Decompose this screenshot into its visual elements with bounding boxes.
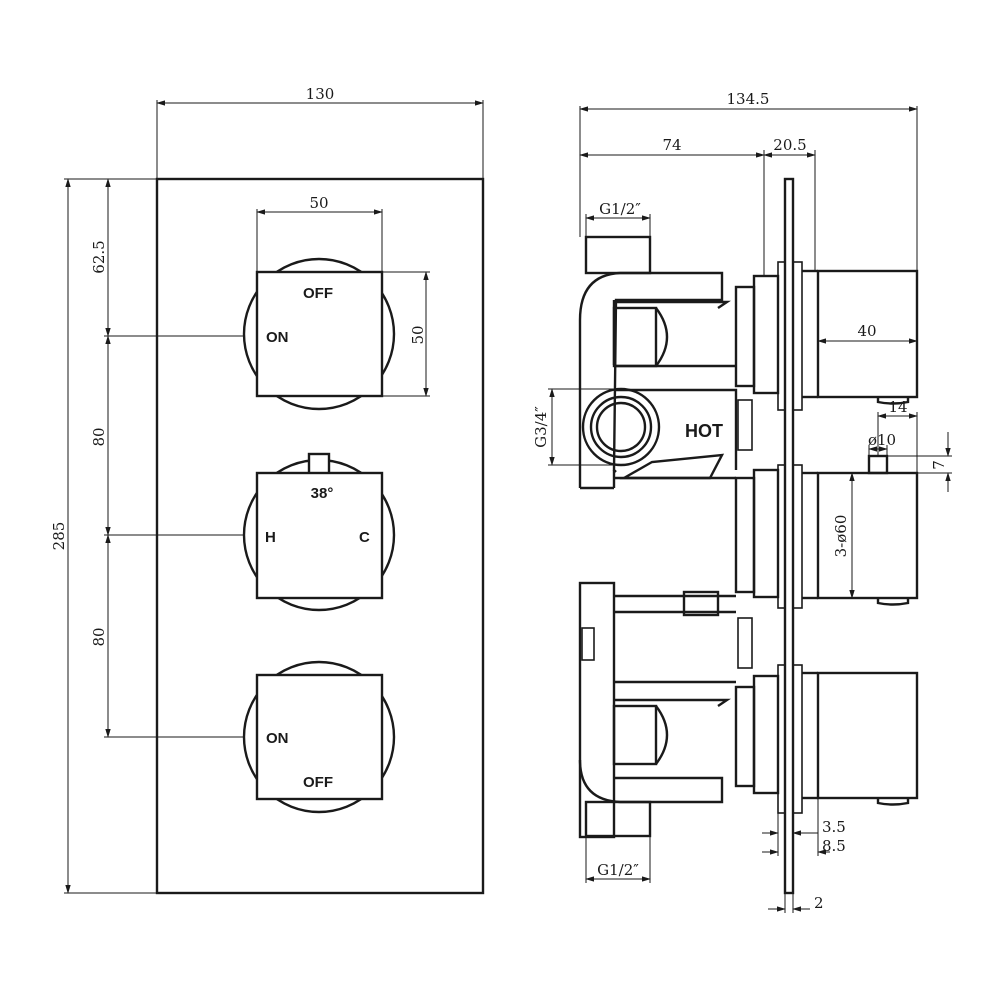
dim-knob-height-text: 50 xyxy=(409,325,427,344)
side-handle-bottom xyxy=(816,671,919,800)
middle-knob-square xyxy=(255,471,384,600)
side-body-top xyxy=(578,235,780,473)
dim-gap-large-text: 8.5 xyxy=(822,837,846,855)
dim-handle-offset: 14 xyxy=(877,398,918,473)
top-knob-disc xyxy=(242,257,396,411)
dim-inlet-top-text: G1/2″ xyxy=(599,200,641,218)
side-hot-inlet: HOT xyxy=(578,370,753,490)
top-knob-square xyxy=(255,270,384,398)
middle-knob-temp-label: 38° xyxy=(311,485,334,502)
dim-side-plate: 20.5 xyxy=(763,136,816,271)
dim-handle-diameter: 3-ø60 xyxy=(832,472,855,599)
dim-plate-gaps: 3.5 8.5 2 xyxy=(762,798,846,913)
top-knob: OFF ON xyxy=(242,257,396,411)
dim-side-body-depth: 74 xyxy=(579,136,765,276)
dim-front-vertical: 62.5 80 80 xyxy=(90,178,244,738)
dim-front-width-text: 130 xyxy=(306,85,335,103)
side-view: HOT xyxy=(532,90,952,913)
top-knob-on-label: ON xyxy=(266,329,289,346)
side-body-bottom xyxy=(578,581,780,839)
dim-front-width: 130 xyxy=(156,85,484,179)
front-view: OFF ON 38° H C ON OFF 130 xyxy=(50,85,485,895)
dim-handle-length: 40 xyxy=(817,322,918,344)
dim-inlet-bottom: G1/2″ xyxy=(585,836,651,883)
top-knob-off-label: OFF xyxy=(303,285,333,302)
dim-pin-diameter-text: ø10 xyxy=(868,431,896,449)
top-inlet-pipe xyxy=(584,235,652,275)
dim-spacing-1-text: 80 xyxy=(90,427,108,446)
middle-knob-cold-label: C xyxy=(359,529,370,546)
side-wall-plate xyxy=(777,177,803,895)
side-hot-label: HOT xyxy=(685,421,723,441)
dim-inlet-top: G1/2″ xyxy=(585,200,651,237)
bottom-knob-square xyxy=(255,673,384,801)
front-plate xyxy=(155,177,485,895)
dim-side-plate-text: 20.5 xyxy=(773,136,806,154)
dim-handle-diameter-text: 3-ø60 xyxy=(832,515,850,558)
dim-pin-height-text: 7 xyxy=(930,460,948,470)
dim-side-depth-total-text: 134.5 xyxy=(727,90,770,108)
bottom-knob: ON OFF xyxy=(242,660,396,814)
side-handle-top xyxy=(816,269,919,399)
dim-handle-length-text: 40 xyxy=(857,322,876,340)
middle-knob-hot-label: H xyxy=(265,529,276,546)
dim-handle-offset-text: 14 xyxy=(888,398,907,416)
dim-top-offset-text: 62.5 xyxy=(90,240,108,273)
side-handles xyxy=(802,269,919,806)
dim-knob-width: 50 xyxy=(256,194,383,272)
bottom-inlet-pipe xyxy=(584,800,652,838)
dim-hot-inlet: G3/4″ xyxy=(532,388,621,466)
dim-front-height: 285 xyxy=(50,178,157,894)
side-handle-middle xyxy=(816,471,919,600)
dim-hot-inlet-text: G3/4″ xyxy=(532,406,550,448)
side-body-middle xyxy=(614,468,780,599)
dim-knob-height: 50 xyxy=(382,271,430,397)
middle-knob-pin xyxy=(307,452,331,476)
bottom-knob-off-label: OFF xyxy=(303,774,333,791)
dim-front-height-text: 285 xyxy=(50,522,68,551)
dim-side-body-depth-text: 74 xyxy=(662,136,681,154)
dim-side-depth-total: 134.5 xyxy=(579,90,918,271)
dim-plate-thickness-text: 2 xyxy=(814,894,824,912)
dim-pin-height: 7 xyxy=(887,432,952,492)
dim-knob-width-text: 50 xyxy=(309,194,328,212)
dim-gap-small-text: 3.5 xyxy=(822,818,846,836)
dim-inlet-bottom-text: G1/2″ xyxy=(597,861,639,879)
dim-spacing-2-text: 80 xyxy=(90,627,108,646)
middle-knob: 38° H C xyxy=(242,452,396,612)
dim-pin-diameter: ø10 xyxy=(868,431,896,456)
bottom-knob-on-label: ON xyxy=(266,730,289,747)
